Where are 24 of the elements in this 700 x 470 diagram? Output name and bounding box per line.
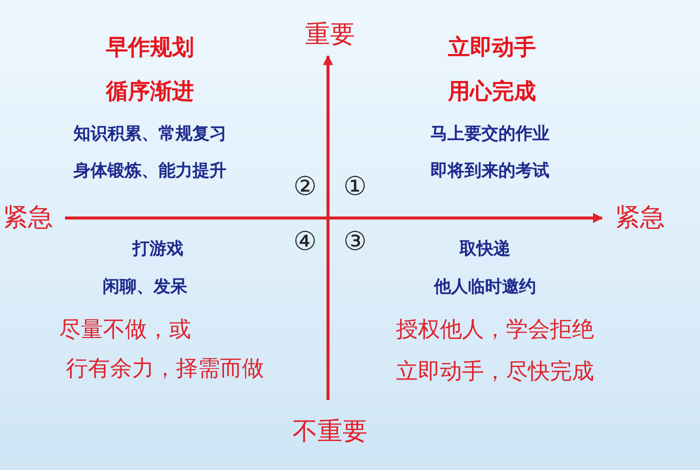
quadrant-number: ②	[293, 173, 317, 203]
axis-label: 紧急	[3, 204, 53, 232]
advice-text: 授权他人，学会拒绝	[396, 317, 594, 343]
quadrant-heading: 用心完成	[448, 79, 536, 105]
axis-label: 重要	[305, 20, 355, 50]
quadrant-item: 闲聊、发呆	[102, 278, 188, 298]
quadrant-item: 马上要交的作业	[430, 125, 550, 145]
quadrant-number: ①	[343, 173, 367, 203]
quadrant-item: 身体锻炼、能力提升	[74, 162, 226, 182]
quadrant-item: 知识积累、常规复习	[74, 125, 226, 145]
quadrant-heading: 循序渐进	[106, 79, 194, 105]
advice-text: 行有余力，择需而做	[66, 356, 264, 382]
quadrant-number: ③	[343, 228, 367, 258]
quadrant-item: 他人临时邀约	[434, 278, 536, 298]
quadrant-item: 打游戏	[132, 240, 184, 260]
advice-text: 立即动手，尽快完成	[396, 359, 594, 385]
quadrant-item: 即将到来的考试	[430, 162, 550, 182]
quadrant-item: 取快递	[460, 240, 510, 260]
axis-label: 紧急	[615, 204, 665, 232]
quadrant-heading: 立即动手	[448, 35, 536, 61]
axis-label: 不重要	[292, 418, 368, 446]
quadrant-number: ④	[293, 228, 317, 258]
quadrant-heading: 早作规划	[106, 35, 194, 61]
advice-text: 尽量不做，或	[59, 317, 191, 343]
